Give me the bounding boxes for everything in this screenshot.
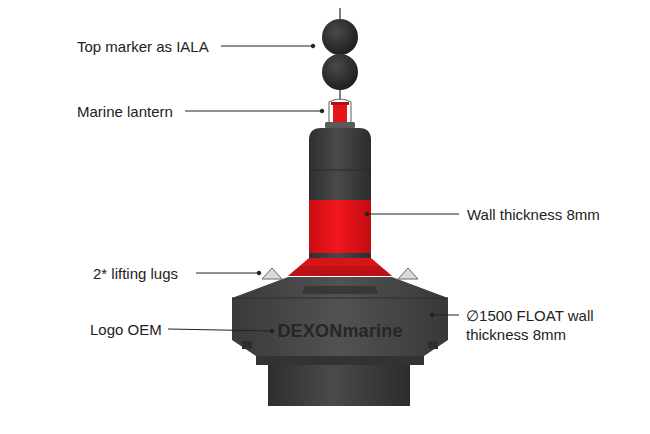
callout-label: Marine lantern <box>77 102 173 121</box>
logo-text: DEXONmarine <box>277 322 402 341</box>
callout-label: ∅1500 FLOAT wall thickness 8mm <box>466 306 606 344</box>
buoy-column <box>309 128 371 262</box>
buoy-float <box>232 277 448 406</box>
callout-label: Top marker as IALA <box>77 37 209 56</box>
callout-label: Wall thickness 8mm <box>467 205 600 224</box>
marker-sphere <box>322 19 358 55</box>
callout-label: 2* lifting lugs <box>93 264 178 283</box>
column-flange <box>288 258 392 276</box>
callout-label: Logo OEM <box>90 320 162 339</box>
marker-sphere <box>322 54 358 90</box>
marine-lantern <box>325 99 355 128</box>
leader-lines <box>168 44 459 333</box>
